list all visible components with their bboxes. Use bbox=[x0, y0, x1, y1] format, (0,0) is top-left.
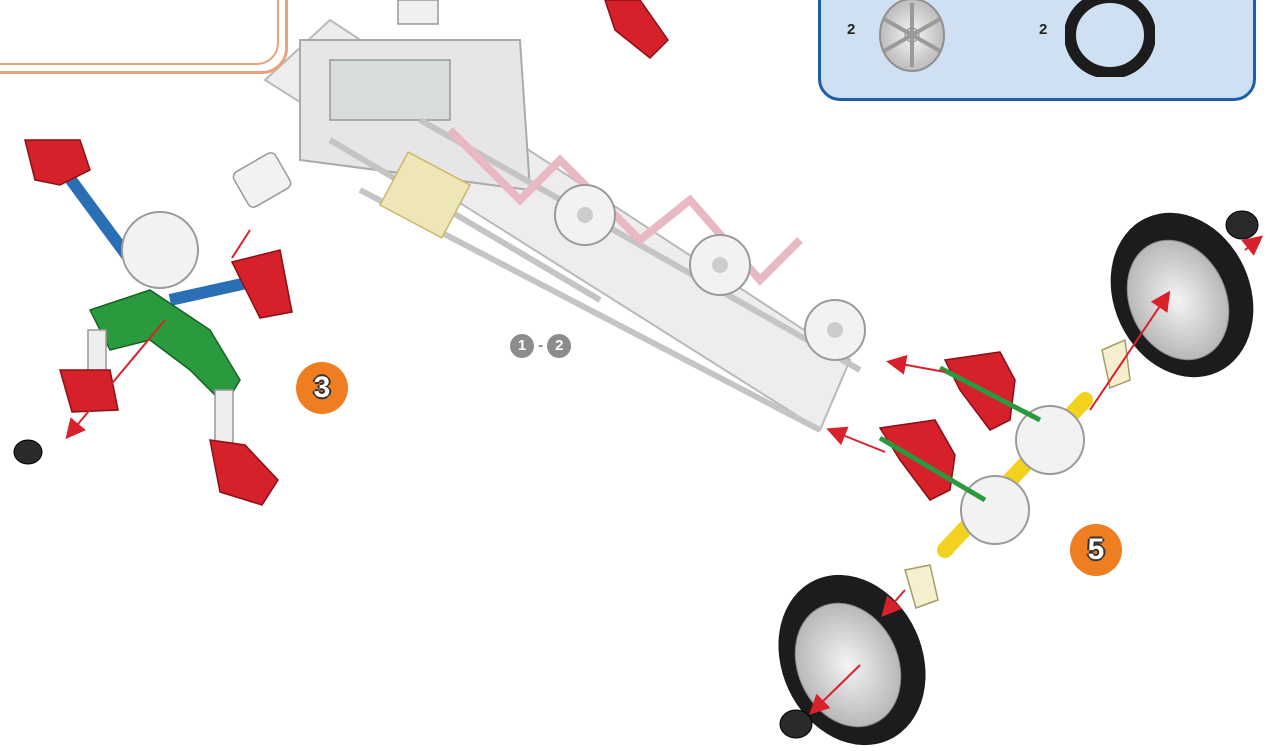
note-frame bbox=[0, 0, 288, 74]
step-ref-end: 2 bbox=[547, 334, 571, 358]
spacer bbox=[905, 565, 938, 608]
assembly-arrow bbox=[830, 430, 885, 452]
part-quantity: 2 bbox=[1039, 21, 1047, 38]
front-axle-stub bbox=[231, 151, 293, 210]
axle-cap bbox=[14, 440, 42, 464]
gear-connector bbox=[961, 476, 1029, 544]
assembly-arrow bbox=[890, 362, 945, 372]
red-connector bbox=[25, 140, 90, 185]
gear-connector bbox=[1016, 406, 1084, 474]
tire-icon bbox=[1065, 0, 1155, 77]
red-connector bbox=[60, 370, 118, 412]
gear-connector bbox=[122, 212, 198, 288]
wheel-hub-icon bbox=[875, 0, 949, 75]
part-quantity: 2 bbox=[847, 21, 855, 38]
step-reference: 1 - 2 bbox=[510, 334, 571, 358]
step-ref-separator: - bbox=[538, 337, 543, 355]
step-number-badge: 3 bbox=[296, 362, 348, 414]
gear-connector-1 bbox=[555, 185, 615, 245]
assembly-arrow bbox=[1245, 238, 1260, 250]
spacer bbox=[1102, 340, 1130, 388]
red-connector bbox=[210, 440, 278, 505]
step-number-badge: 5 bbox=[1070, 524, 1122, 576]
axle-cap bbox=[1226, 211, 1258, 239]
step-ref-start: 1 bbox=[510, 334, 534, 358]
gear-connector-2 bbox=[690, 235, 750, 295]
axle-cap bbox=[780, 710, 812, 738]
parts-box: 2 2 bbox=[818, 0, 1256, 101]
battery-pack bbox=[330, 60, 450, 120]
red-connector-top bbox=[605, 0, 668, 58]
top-axle-stub bbox=[398, 0, 438, 24]
gear-connector-3 bbox=[805, 300, 865, 360]
